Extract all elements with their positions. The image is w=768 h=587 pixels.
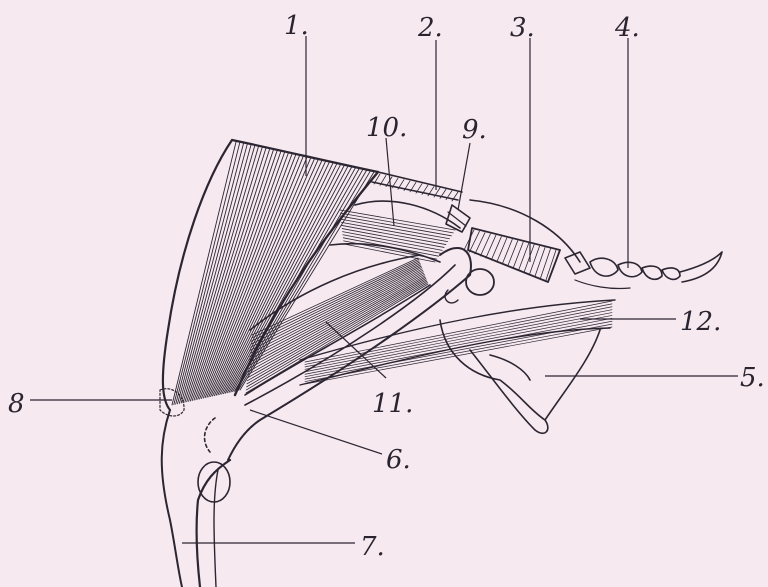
label-2: 2. (417, 13, 443, 43)
label-11: 11. (372, 389, 413, 419)
label-8: 8 (8, 389, 25, 419)
label-3: 3. (510, 13, 535, 43)
label-6: 6. (386, 445, 411, 475)
label-10: 10. (366, 113, 407, 143)
label-7: 7. (360, 532, 385, 562)
label-5: 5. (740, 363, 765, 393)
label-1: 1. (284, 11, 309, 41)
label-9: 9. (462, 115, 487, 145)
label-4: 4. (614, 13, 640, 43)
label-12: 12. (680, 307, 721, 337)
